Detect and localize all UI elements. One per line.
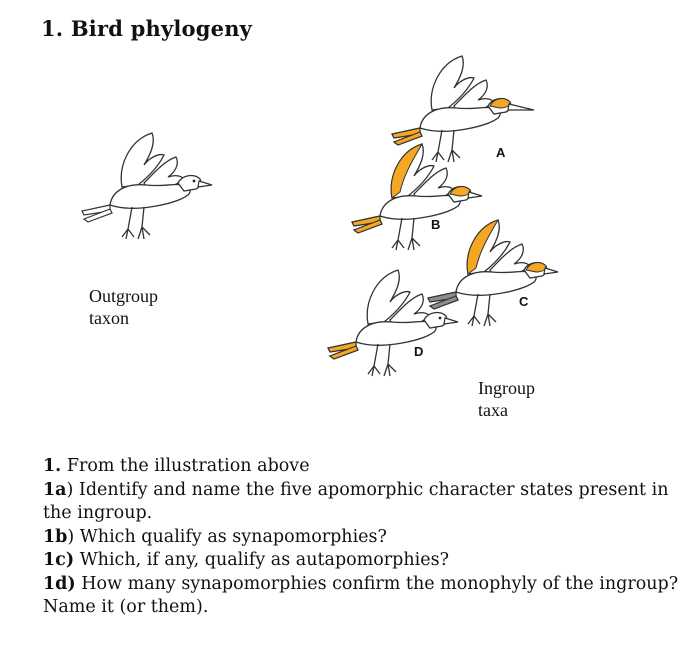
bird-phylogeny-illustration (81, 55, 559, 377)
question-1c-number: 1c) (43, 550, 75, 570)
question-1a: 1a) Identify and name the five apomorphi… (43, 479, 683, 526)
question-1d: 1d) How many synapomorphies confirm the … (43, 573, 683, 620)
question-intro: 1. From the illustration above (43, 455, 683, 479)
question-1a-text: ) Identify and name the five apomorphic … (43, 479, 669, 524)
question-1c: 1c) Which, if any, qualify as autapomorp… (43, 549, 683, 573)
question-intro-number: 1. (43, 456, 62, 476)
question-1d-text: How many synapomorphies confirm the mono… (43, 573, 679, 618)
question-1a-number: 1a (43, 479, 67, 500)
bird-c-icon (427, 219, 559, 327)
taxon-letter-d: D (414, 344, 424, 359)
question-block: 1. From the illustration above 1a) Ident… (43, 455, 683, 620)
bird-d-icon (327, 269, 459, 377)
outgroup-label-line1: Outgroup (89, 286, 158, 306)
outgroup-bird-icon (81, 132, 213, 240)
question-1b: 1b) Which qualify as synapomorphies? (43, 526, 683, 550)
bird-a-icon (391, 55, 535, 163)
question-intro-text: From the illustration above (61, 456, 310, 476)
taxon-letter-a: A (496, 145, 506, 160)
page-title: 1. Bird phylogeny (41, 16, 253, 41)
question-1c-text: Which, if any, qualify as autapomorphies… (74, 550, 449, 570)
ingroup-label-line1: Ingroup (478, 378, 535, 398)
outgroup-label: Outgroup taxon (89, 285, 158, 329)
outgroup-label-line2: taxon (89, 308, 129, 328)
taxon-letter-b: B (431, 217, 441, 232)
question-1b-number: 1b (43, 526, 68, 547)
taxon-letter-c: C (519, 294, 529, 309)
bird-b-icon (351, 143, 483, 251)
ingroup-label: Ingroup taxa (478, 377, 535, 421)
question-1b-text: ) Which qualify as synapomorphies? (67, 526, 387, 547)
question-1d-number: 1d) (43, 573, 76, 594)
ingroup-label-line2: taxa (478, 400, 508, 420)
